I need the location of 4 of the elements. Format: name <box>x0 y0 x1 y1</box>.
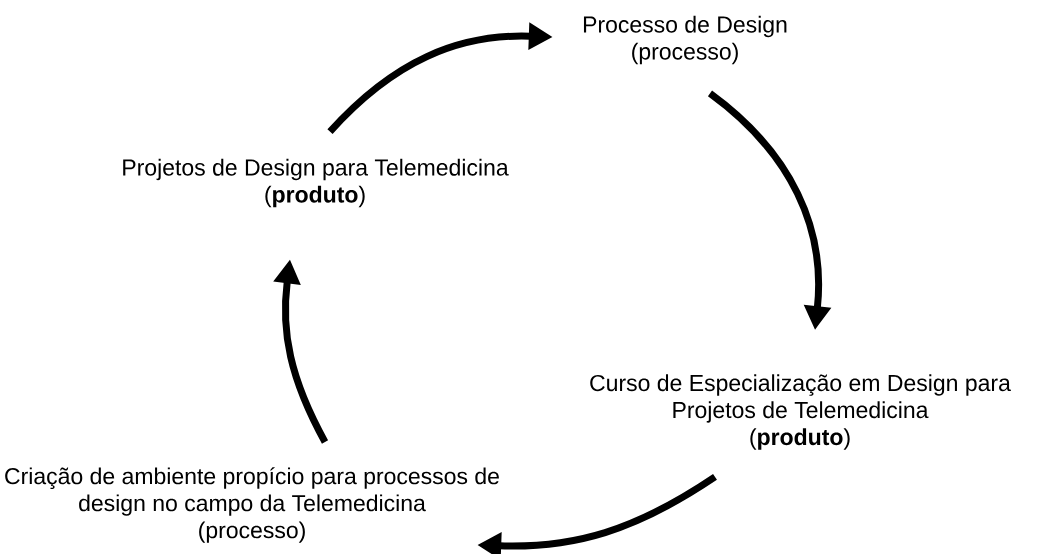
text-label: Projetos de Design para Telemedicina (produto) <box>123 158 509 208</box>
text-label: Curso de Especialização em Design para Projetos de Telemedicina (produto) <box>590 374 1011 450</box>
text-label: Processo de Design (processo) <box>583 15 787 65</box>
text-label: Criação de ambiente propício para processos de design no campo da Telemedicina (processo) <box>5 467 499 543</box>
